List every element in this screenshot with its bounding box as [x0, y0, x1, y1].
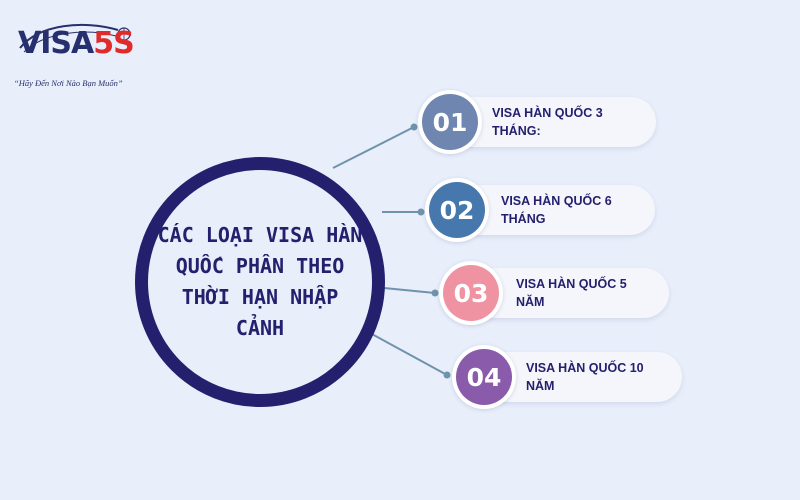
item-number: 03 — [453, 278, 489, 308]
number-badge: 02 — [425, 178, 489, 242]
connector-dot — [443, 371, 451, 379]
connector-line — [369, 332, 448, 376]
connector-line — [383, 287, 436, 294]
globe-swoosh-icon — [19, 23, 131, 53]
logo-tagline: “Hãy Đến Nơi Nào Bạn Muốn” — [14, 78, 123, 88]
item-label: VISA HÀN QUỐC 3 THÁNG: — [492, 106, 603, 138]
number-badge-fill: 01 — [422, 94, 478, 150]
central-topic-title: Các loại Visa Hàn Quốc phân theo thời hạ… — [157, 223, 363, 340]
number-badge: 04 — [452, 345, 516, 409]
connector-dot — [417, 208, 425, 216]
logo-wordmark: VISA5S — [18, 26, 135, 61]
connector-dot — [410, 123, 418, 131]
connector-line — [332, 126, 415, 169]
number-badge: 01 — [418, 90, 482, 154]
number-badge-fill: 02 — [429, 182, 485, 238]
item-label: VISA HÀN QUỐC 10 NĂM — [526, 361, 644, 393]
central-topic-circle: Các loại Visa Hàn Quốc phân theo thời hạ… — [135, 157, 385, 407]
item-number: 04 — [466, 362, 502, 392]
number-badge: 03 — [439, 261, 503, 325]
item-label-pill — [448, 97, 656, 147]
item-label: VISA HÀN QUỐC 5 NĂM — [516, 277, 627, 309]
number-badge-fill: 03 — [443, 265, 499, 321]
connector-dot — [431, 289, 439, 297]
item-number: 01 — [432, 107, 468, 137]
item-number: 02 — [439, 195, 475, 225]
brand-logo: VISA5S “Hãy Đến Nơi Nào Bạn Muốn” — [14, 18, 144, 98]
item-label: VISA HÀN QUỐC 6 THÁNG — [501, 194, 612, 226]
number-badge-fill: 04 — [456, 349, 512, 405]
